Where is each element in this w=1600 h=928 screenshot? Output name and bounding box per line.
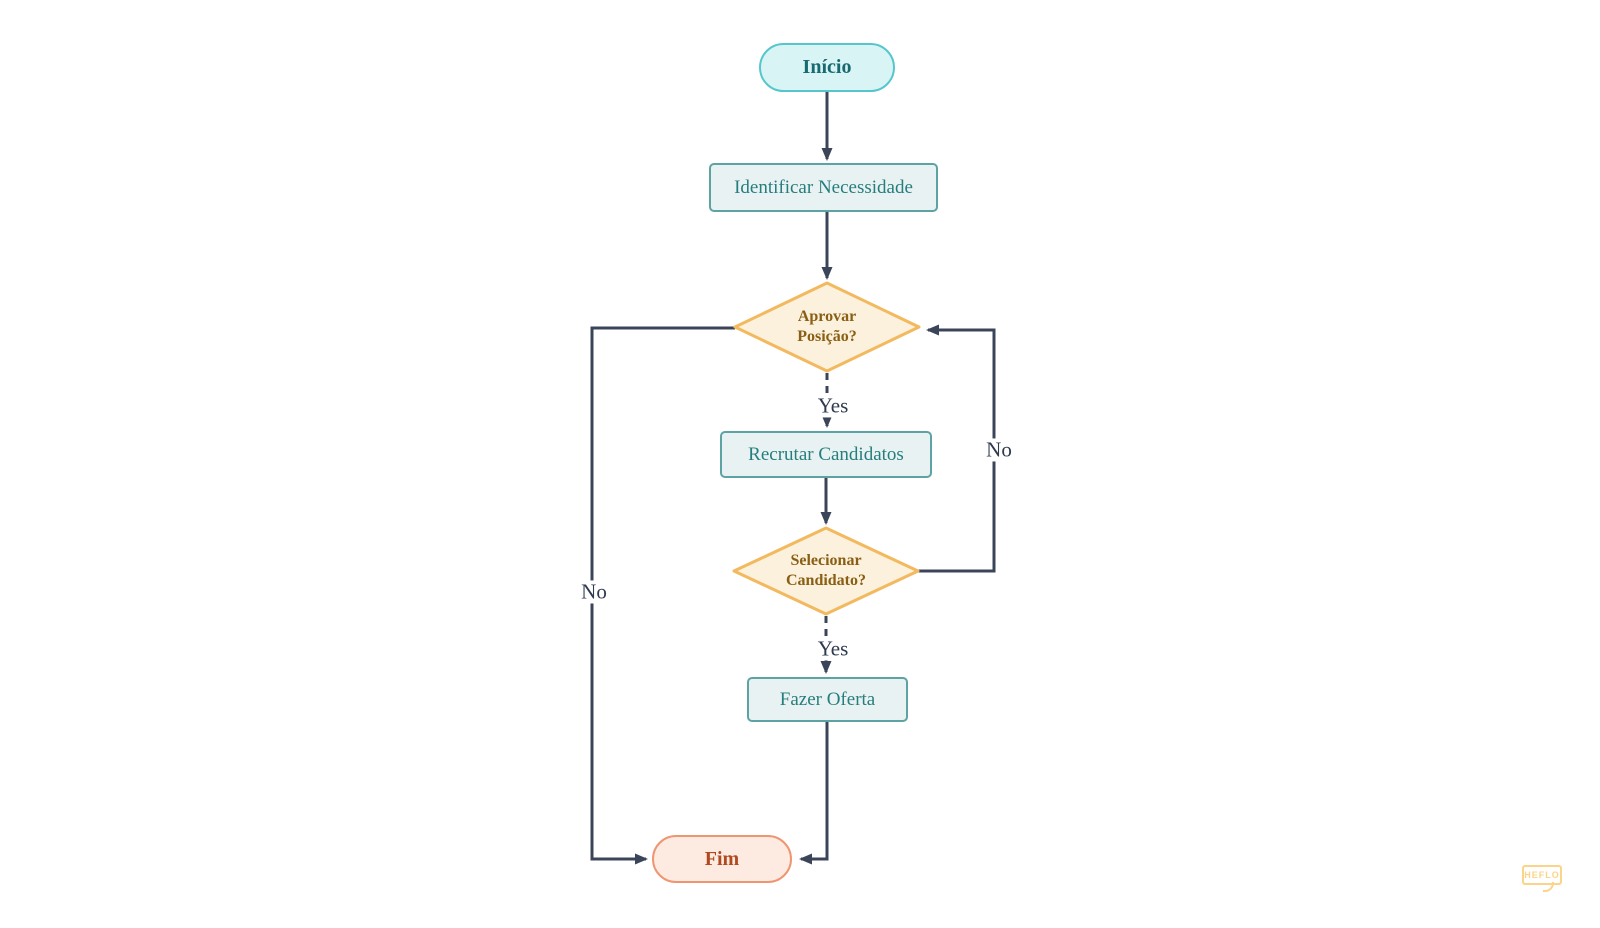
edge-label-approve-no: No	[577, 580, 611, 604]
decision-select-shape	[732, 526, 920, 616]
node-identify-need: Identificar Necessidade	[709, 163, 938, 212]
edge-label-select-yes: Yes	[813, 637, 853, 661]
node-select-candidate-label: Selecionar Candidato?	[785, 552, 867, 589]
edge-offer-end	[799, 722, 829, 865]
heflo-logo-tail-icon	[1543, 882, 1554, 892]
node-approve-position-label: Aprovar Posição?	[797, 308, 857, 345]
node-end: Fim	[652, 835, 792, 883]
node-make-offer: Fazer Oferta	[747, 677, 908, 722]
node-recruit-candidates: Recrutar Candidatos	[720, 431, 932, 478]
edge-label-approve-yes: Yes	[813, 394, 853, 418]
node-start: Início	[759, 43, 895, 92]
edge-label-select-no: No	[982, 438, 1016, 462]
decision-approve-shape	[733, 281, 921, 373]
heflo-logo: HEFLO	[1522, 865, 1562, 885]
edge-approve-end-no	[590, 326, 735, 865]
